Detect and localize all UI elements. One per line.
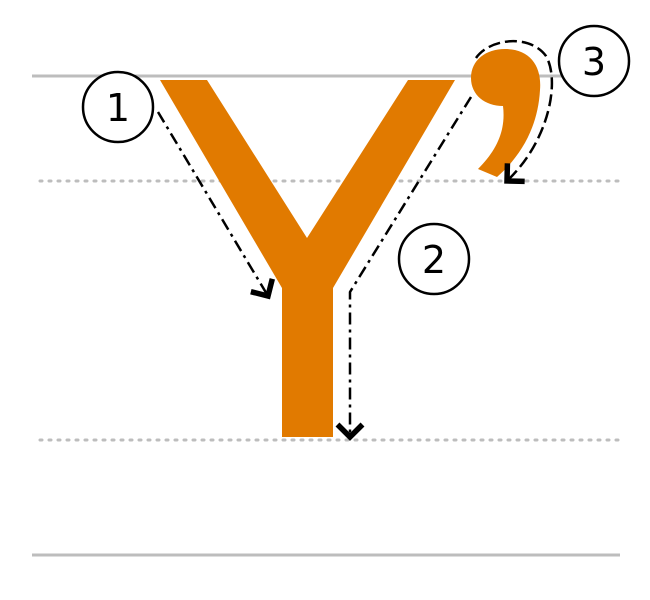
stroke-2-number: 2 <box>422 238 446 282</box>
apostrophe-glyph <box>471 49 541 177</box>
stroke-3-badge: 3 <box>557 24 631 98</box>
letter-y-glyph <box>160 80 455 437</box>
stroke-3-number: 3 <box>582 40 606 84</box>
stroke-2-arrow <box>335 96 473 441</box>
stroke-1-arrow <box>156 111 275 300</box>
stroke-1-number: 1 <box>106 86 130 130</box>
stroke-3-arrow <box>474 40 554 185</box>
stroke-1-badge: 1 <box>81 70 155 144</box>
stroke-2-badge: 2 <box>397 222 471 296</box>
